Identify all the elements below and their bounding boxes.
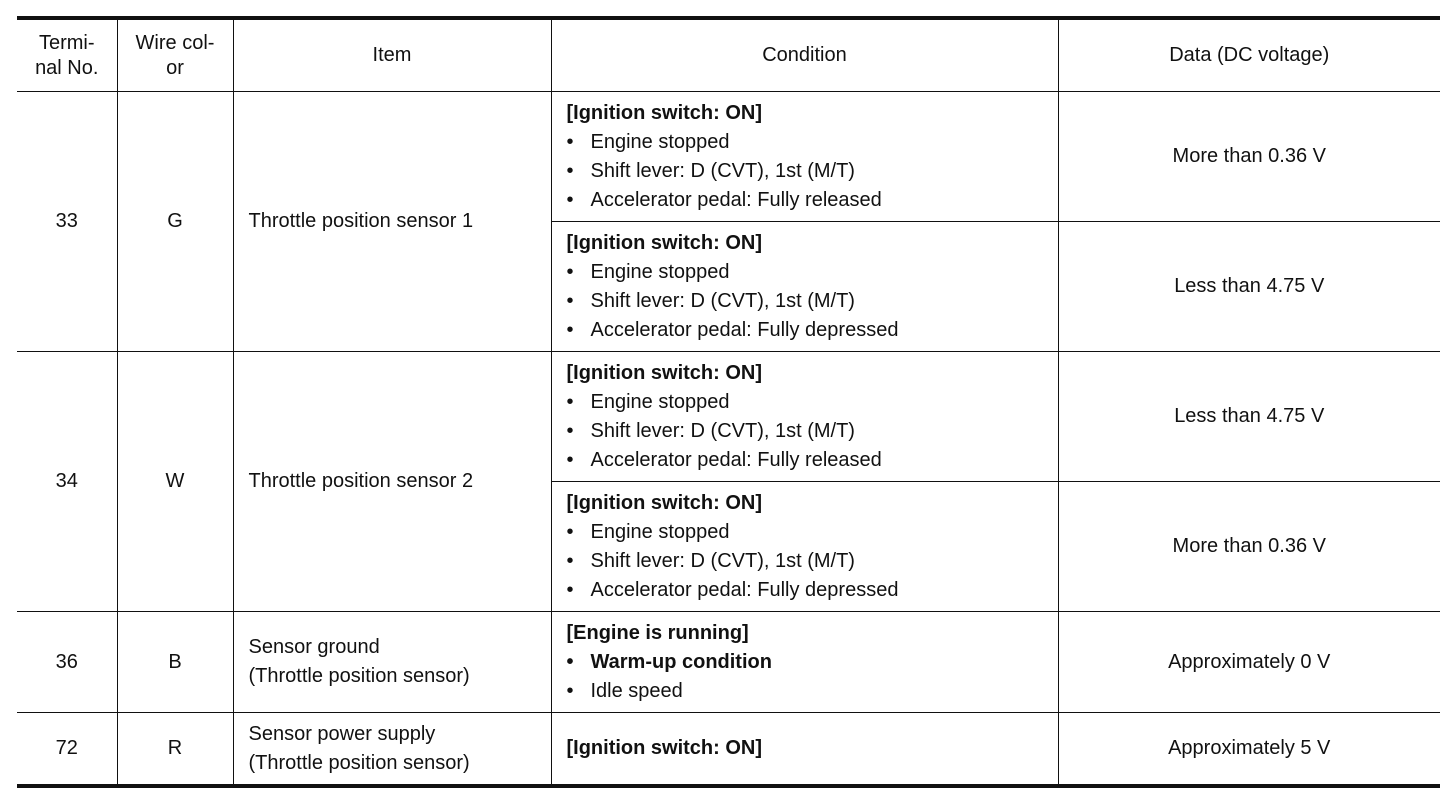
condition-cell: [Ignition switch: ON] •Engine stopped •S… bbox=[550, 351, 1059, 482]
header-data: Data (DC voltage) bbox=[1057, 16, 1440, 92]
condition-bullet: •Shift lever: D (CVT), 1st (M/T) bbox=[566, 419, 855, 442]
item-cell: Sensor power supply (Throttle position s… bbox=[232, 712, 552, 788]
terminal-cell: 33 bbox=[17, 91, 118, 352]
condition-bullet: •Engine stopped bbox=[566, 390, 730, 413]
wire-color-cell: R bbox=[116, 712, 234, 788]
condition-bullet: •Idle speed bbox=[566, 679, 683, 702]
data-cell: Approximately 5 V bbox=[1057, 712, 1440, 788]
condition-bullet: •Shift lever: D (CVT), 1st (M/T) bbox=[566, 159, 855, 182]
terminal-cell: 72 bbox=[17, 712, 118, 788]
header-terminal: Termi- nal No. bbox=[17, 16, 118, 92]
condition-heading: [Engine is running] bbox=[566, 621, 749, 644]
condition-heading: [Ignition switch: ON] bbox=[566, 491, 763, 514]
condition-bullet: •Accelerator pedal: Fully released bbox=[566, 188, 882, 211]
terminal-cell: 36 bbox=[17, 611, 118, 713]
header-wire-color: Wire col- or bbox=[116, 16, 234, 92]
wire-color-cell: B bbox=[116, 611, 234, 713]
condition-cell: [Ignition switch: ON] •Engine stopped •S… bbox=[550, 91, 1059, 222]
header-item: Item bbox=[232, 16, 552, 92]
table-row: [Ignition switch: ON] •Engine stopped •S… bbox=[17, 221, 1440, 352]
condition-cell: [Engine is running] •Warm-up condition •… bbox=[550, 611, 1059, 713]
data-cell: Less than 4.75 V bbox=[1057, 351, 1440, 482]
condition-bullet: •Shift lever: D (CVT), 1st (M/T) bbox=[566, 549, 855, 572]
condition-heading: [Ignition switch: ON] bbox=[566, 361, 763, 384]
condition-bullet: •Accelerator pedal: Fully depressed bbox=[566, 318, 899, 341]
condition-heading: [Ignition switch: ON] bbox=[566, 231, 763, 254]
condition-cell: [Ignition switch: ON] •Engine stopped •S… bbox=[551, 221, 1059, 352]
item-cell: Sensor ground (Throttle position sensor) bbox=[232, 611, 552, 713]
table-row: 34 W Throttle position sensor 2 [Ignitio… bbox=[17, 351, 1440, 612]
condition-cell: [Ignition switch: ON] •Engine stopped •S… bbox=[551, 481, 1059, 612]
item-cell: Throttle position sensor 1 bbox=[232, 91, 552, 352]
condition-bullet: •Engine stopped bbox=[566, 260, 730, 283]
table-row: [Ignition switch: ON] •Engine stopped •S… bbox=[17, 481, 1440, 612]
wire-color-cell: W bbox=[116, 351, 234, 612]
terminal-data-table: Termi- nal No. Wire col- or Item Conditi… bbox=[17, 16, 1440, 788]
condition-bullet: •Shift lever: D (CVT), 1st (M/T) bbox=[566, 289, 855, 312]
condition-cell: [Ignition switch: ON] bbox=[550, 712, 1059, 788]
item-cell: Throttle position sensor 2 bbox=[232, 351, 552, 612]
data-cell: More than 0.36 V bbox=[1057, 91, 1440, 222]
data-cell: Approximately 0 V bbox=[1057, 611, 1440, 713]
header-row: Termi- nal No. Wire col- or Item Conditi… bbox=[17, 16, 1440, 92]
condition-bullet: •Engine stopped bbox=[566, 520, 730, 543]
condition-bullet: •Accelerator pedal: Fully depressed bbox=[566, 578, 899, 601]
table-row: 36 B Sensor ground (Throttle position se… bbox=[17, 611, 1440, 713]
condition-heading: [Ignition switch: ON] bbox=[566, 737, 763, 759]
terminal-cell: 34 bbox=[17, 351, 118, 612]
data-cell: More than 0.36 V bbox=[1057, 481, 1440, 612]
condition-heading: [Ignition switch: ON] bbox=[566, 101, 763, 124]
header-condition: Condition bbox=[550, 16, 1059, 92]
condition-bullet: •Engine stopped bbox=[566, 130, 730, 153]
data-cell: Less than 4.75 V bbox=[1057, 221, 1440, 352]
condition-bullet: •Warm-up condition bbox=[566, 650, 772, 673]
table-row: 33 G Throttle position sensor 1 [Ignitio… bbox=[17, 91, 1440, 352]
terminal-table-container: Termi- nal No. Wire col- or Item Conditi… bbox=[17, 16, 1440, 788]
wire-color-cell: G bbox=[116, 91, 234, 352]
table-row: 72 R Sensor power supply (Throttle posit… bbox=[17, 712, 1440, 788]
condition-bullet: •Accelerator pedal: Fully released bbox=[566, 448, 882, 471]
